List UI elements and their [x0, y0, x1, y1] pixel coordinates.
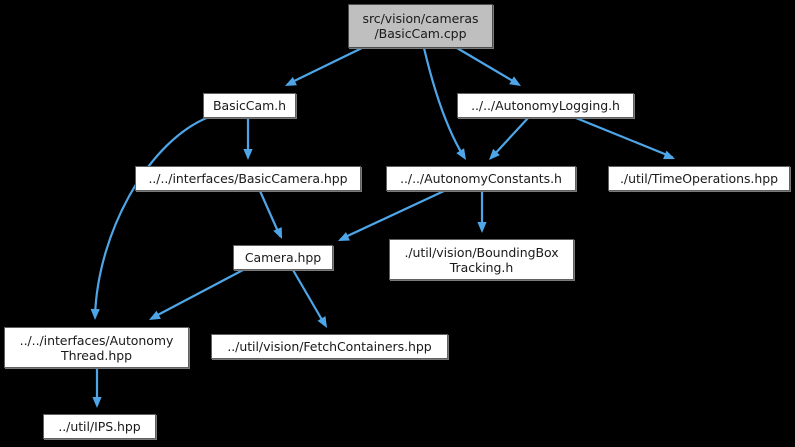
graph-edge	[574, 116, 675, 160]
graph-node-label: ../util/IPS.hpp	[58, 419, 141, 434]
edge-arrowhead	[285, 77, 297, 86]
graph-node-boundingboxtracking-h[interactable]: ./util/vision/BoundingBox Tracking.h	[389, 239, 574, 280]
graph-edge	[90, 115, 211, 320]
graph-node-timeoperations-hpp[interactable]: ./util/TimeOperations.hpp	[608, 166, 790, 191]
graph-edge	[338, 189, 446, 241]
graph-node-autonomyconstants-h[interactable]: ../../AutonomyConstants.h	[386, 166, 576, 191]
graph-edge	[92, 366, 102, 408]
graph-node-label: ../../interfaces/BasicCamera.hpp	[148, 171, 348, 186]
graph-edge	[422, 46, 466, 160]
edge-arrowhead	[149, 310, 161, 320]
graph-edge	[285, 46, 364, 86]
graph-node-label: BasicCam.h	[212, 98, 287, 113]
edge-arrowhead	[317, 316, 327, 328]
graph-node-label: ./util/TimeOperations.hpp	[620, 171, 778, 186]
graph-node-camera-hpp[interactable]: Camera.hpp	[233, 245, 333, 270]
graph-node-label: ../../AutonomyLogging.h	[471, 98, 620, 113]
graph-node-basiccam-h[interactable]: BasicCam.h	[203, 93, 296, 118]
graph-node-fetchcontainers-hpp[interactable]: ../util/vision/FetchContainers.hpp	[211, 334, 448, 359]
graph-edge	[455, 46, 521, 86]
edge-arrowhead	[489, 148, 500, 160]
edge-arrowhead	[456, 148, 466, 160]
edge-arrowhead	[90, 308, 100, 320]
edge-arrowhead	[92, 397, 102, 408]
edge-arrowhead	[509, 76, 521, 86]
graph-edge	[477, 189, 487, 233]
edge-arrowhead	[338, 232, 350, 241]
edge-arrowhead	[477, 222, 487, 233]
graph-edge	[243, 116, 253, 160]
graph-node-label: src/vision/cameras /BasicCam.cpp	[362, 11, 479, 41]
graph-node-ips-hpp[interactable]: ../util/IPS.hpp	[43, 414, 156, 439]
graph-node-basiccamera-hpp[interactable]: ../../interfaces/BasicCamera.hpp	[135, 166, 361, 191]
graph-node-label: ../../interfaces/Autonomy Thread.hpp	[19, 332, 174, 363]
graph-node-label: ../util/vision/FetchContainers.hpp	[227, 339, 432, 354]
graph-node-label: ../../AutonomyConstants.h	[400, 171, 562, 186]
graph-edge	[291, 268, 327, 328]
graph-node-autonomythread-hpp[interactable]: ../../interfaces/Autonomy Thread.hpp	[4, 327, 189, 368]
graph-node-label: Camera.hpp	[244, 250, 322, 265]
graph-node-label: ./util/vision/BoundingBox Tracking.h	[404, 244, 559, 275]
graph-edge	[258, 189, 282, 239]
edge-arrowhead	[243, 149, 253, 160]
edge-arrowhead	[273, 227, 282, 239]
edge-arrowhead	[663, 150, 675, 160]
graph-node-basiccam-cpp[interactable]: src/vision/cameras /BasicCam.cpp	[348, 4, 493, 48]
graph-edge	[149, 268, 245, 320]
graph-edge	[489, 116, 530, 160]
graph-node-autonomylogging-h[interactable]: ../../AutonomyLogging.h	[457, 93, 634, 118]
